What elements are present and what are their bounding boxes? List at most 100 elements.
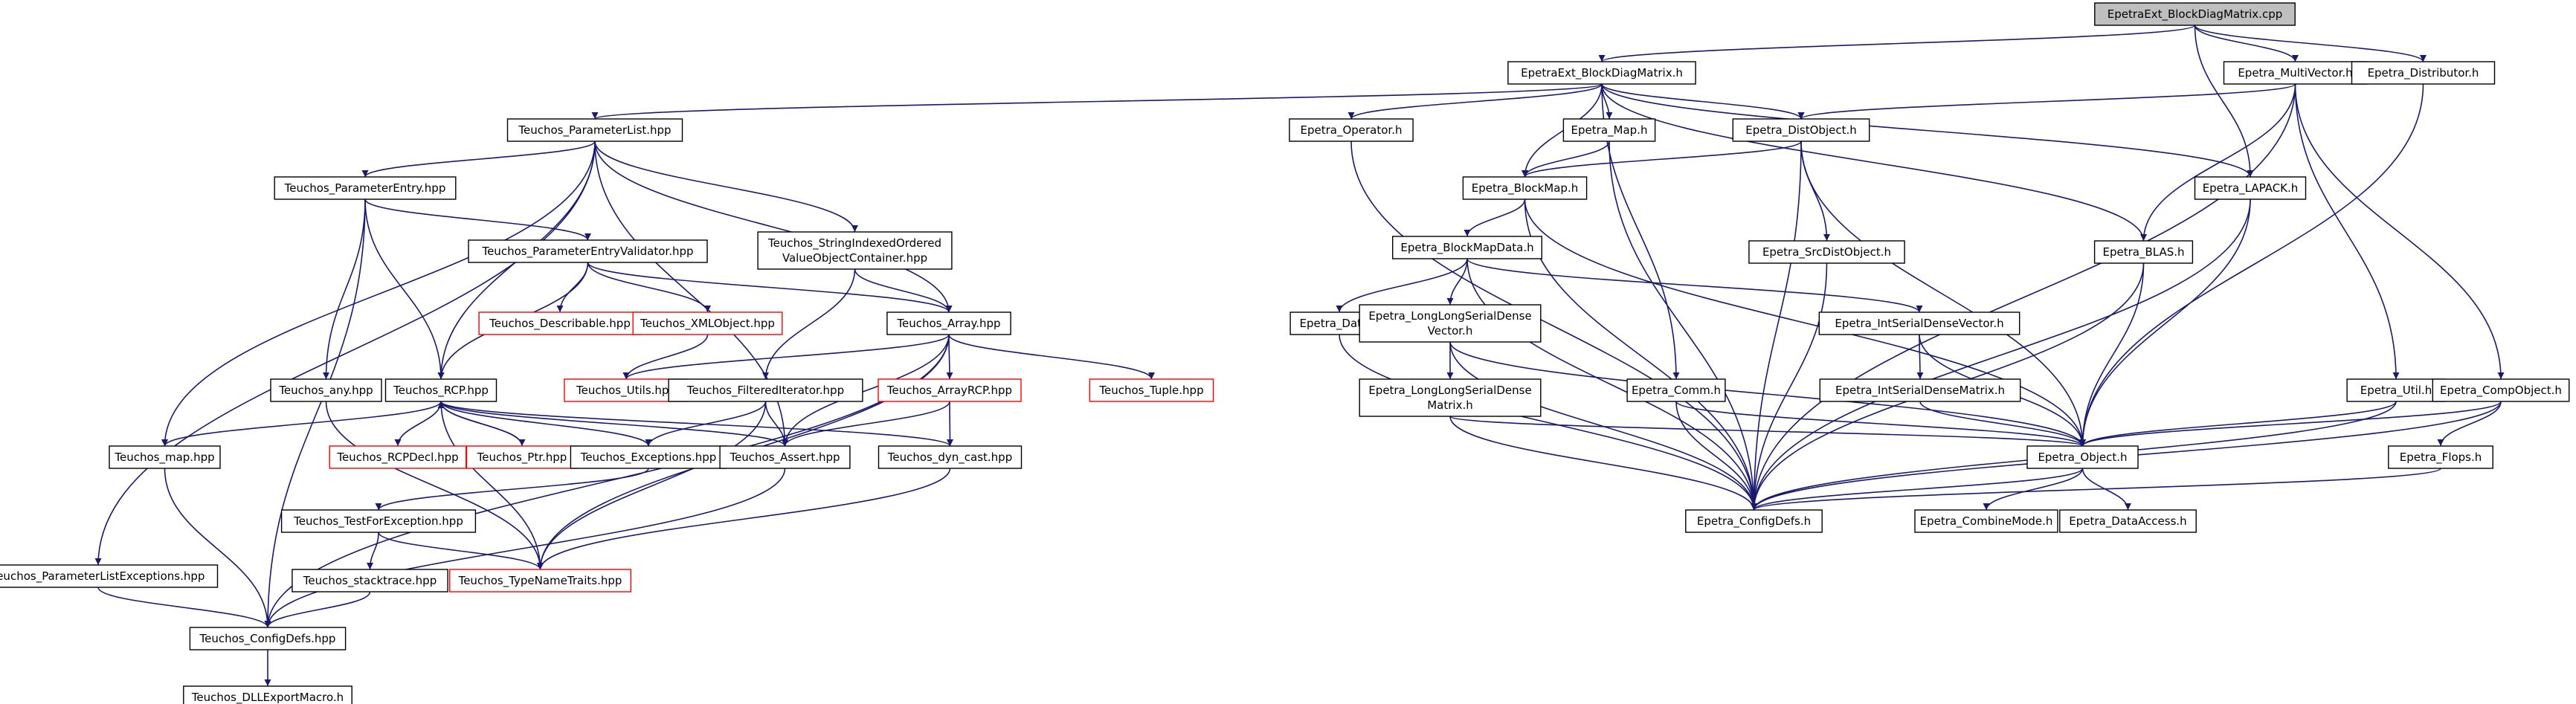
dependency-edge [1524,198,2086,447]
dependency-edge [1601,83,2147,242]
dependency-edge [378,532,544,570]
graph-node-map-hpp[interactable]: Teuchos_map.hpp [109,445,221,469]
graph-node-assert[interactable]: Teuchos_Assert.hpp [719,445,851,469]
graph-node-tfe[interactable]: Teuchos_TestForException.hpp [280,509,477,533]
node-box [183,685,352,704]
node-box [1748,240,1905,264]
node-box [757,231,953,270]
graph-node-flops[interactable]: Epetra_Flops.h [2388,445,2493,469]
graph-node-plexceptions[interactable]: Teuchos_ParameterListExceptions.hpp [0,564,219,588]
graph-node-rcp[interactable]: Teuchos_RCP.hpp [384,378,498,402]
dependency-edge [1336,258,1468,313]
graph-node-lapack[interactable]: Epetra_LAPACK.h [2194,176,2307,200]
graph-node-dllexport[interactable]: Teuchos_DLLExportMacro.h [183,685,352,704]
node-label: Epetra_Util.h [2360,384,2432,398]
graph-node-object[interactable]: Epetra_Object.h [2026,445,2139,469]
node-label: Epetra_ConfigDefs.h [1697,514,1811,529]
graph-node-util[interactable]: Epetra_Util.h [2346,378,2446,402]
graph-node-blockmap[interactable]: Epetra_BlockMap.h [1462,176,1588,200]
dependency-edge [2437,401,2502,447]
node-box [2093,240,2194,264]
dependency-edge [367,532,379,570]
graph-node-utils[interactable]: Teuchos_Utils.hpp [564,378,689,402]
graph-node-configdefs-e[interactable]: Epetra_ConfigDefs.h [1685,509,1823,533]
node-label: Epetra_BlockMap.h [1472,181,1578,196]
dependency-edge [587,262,711,313]
graph-node-xmlobject[interactable]: Teuchos_XMLObject.hpp [632,311,783,335]
node-box [292,569,448,592]
node-label: Teuchos_any.hpp [278,384,373,398]
graph-node-map[interactable]: Epetra_Map.h [1562,118,1656,142]
graph-node-isdv[interactable]: Epetra_IntSerialDenseVector.h [1818,311,2020,335]
node-box [2094,2,2296,26]
node-box [1732,118,1870,142]
graph-node-srcdistobject[interactable]: Epetra_SrcDistObject.h [1748,240,1905,264]
graph-node-dataaccess[interactable]: Epetra_DataAccess.h [2059,509,2197,533]
node-label: Teuchos_TypeNameTraits.hpp [458,574,622,588]
graph-node-isdm[interactable]: Epetra_IntSerialDenseMatrix.h [1819,378,2021,402]
node-label: Epetra_Object.h [2038,451,2127,465]
node-box [2432,378,2570,402]
node-label: Epetra_DistObject.h [1745,123,1857,138]
dependency-edge [1751,262,1828,511]
node-label: Teuchos_Exceptions.hpp [580,451,717,465]
graph-node-arrayrcp[interactable]: Teuchos_ArrayRCP.hpp [878,378,1022,402]
graph-node-typenametraits[interactable]: Teuchos_TypeNameTraits.hpp [449,569,632,592]
node-label: Teuchos_Array.hpp [896,317,1000,331]
dependency-edge [594,141,953,313]
dependency-edge [762,268,856,380]
node-box [1391,236,1542,259]
graph-node-tuple[interactable]: Teuchos_Tuple.hpp [1089,378,1214,402]
graph-node-paramlist[interactable]: Teuchos_ParameterList.hpp [506,118,683,142]
graph-node-comm[interactable]: Epetra_Comm.h [1626,378,1726,402]
graph-node-operator[interactable]: Epetra_Operator.h [1289,118,1414,142]
graph-node-paramentry[interactable]: Teuchos_ParameterEntry.hpp [274,176,457,200]
graph-node-combinemode[interactable]: Epetra_CombineMode.h [1914,509,2058,533]
dependency-edge [1751,83,2296,511]
dependency-edge [325,401,544,570]
graph-node-compobject[interactable]: Epetra_CompObject.h [2432,378,2570,402]
graph-node-blas[interactable]: Epetra_BLAS.h [2093,240,2194,264]
node-label: Teuchos_TestForException.hpp [293,514,463,529]
node-label: Teuchos_ParameterEntry.hpp [284,181,446,196]
graph-node-multivector[interactable]: Epetra_MultiVector.h [2223,61,2368,85]
dependency-edge [364,198,445,380]
graph-node-ptr[interactable]: Teuchos_Ptr.hpp [466,445,579,469]
dependency-edge [1797,83,2296,120]
graph-node-root[interactable]: EpetraExt_BlockDiagMatrix.cpp [2094,2,2296,26]
node-label: Epetra_Operator.h [1300,123,1402,138]
dependency-edge [1466,258,1757,511]
dependency-edge [97,587,271,628]
graph-node-array[interactable]: Teuchos_Array.hpp [886,311,1011,335]
node-label: Teuchos_Tuple.hpp [1098,384,1203,398]
dependency-edge [1800,141,1830,242]
graph-node-rcpdecl[interactable]: Teuchos_RCPDecl.hpp [329,445,467,469]
graph-node-pev[interactable]: Teuchos_ParameterEntryValidator.hpp [468,239,708,263]
node-box [0,564,219,588]
node-label: Epetra_CombineMode.h [1920,514,2053,529]
graph-node-distobject[interactable]: Epetra_DistObject.h [1732,118,1870,142]
graph-node-dyncast[interactable]: Teuchos_dyn_cast.hpp [878,445,1023,469]
node-label: Epetra_DataAccess.h [2069,514,2186,529]
graph-node-exceptions[interactable]: Teuchos_Exceptions.hpp [570,445,727,469]
graph-node-ext-bdm[interactable]: EpetraExt_BlockDiagMatrix.h [1507,61,1696,85]
graph-node-describable[interactable]: Teuchos_Describable.hpp [478,311,642,335]
dependency-edge [1751,468,2084,511]
node-label: EpetraExt_BlockDiagMatrix.cpp [2108,7,2283,22]
graph-node-distributor[interactable]: Epetra_Distributor.h [2351,61,2496,85]
graph-node-configdefs-t[interactable]: Teuchos_ConfigDefs.hpp [189,627,347,650]
dependency-edge [592,83,1603,120]
graph-node-filtered[interactable]: Teuchos_FilteredIterator.hpp [668,378,863,402]
dependency-edge [2294,83,2400,380]
graph-node-stacktrace[interactable]: Teuchos_stacktrace.hpp [292,569,448,592]
graph-node-any[interactable]: Teuchos_any.hpp [270,378,382,402]
node-label: Epetra_Flops.h [2400,451,2482,465]
graph-node-blockmapdata[interactable]: Epetra_BlockMapData.h [1391,236,1542,259]
node-label: Epetra_IntSerialDenseVector.h [1835,317,2003,331]
